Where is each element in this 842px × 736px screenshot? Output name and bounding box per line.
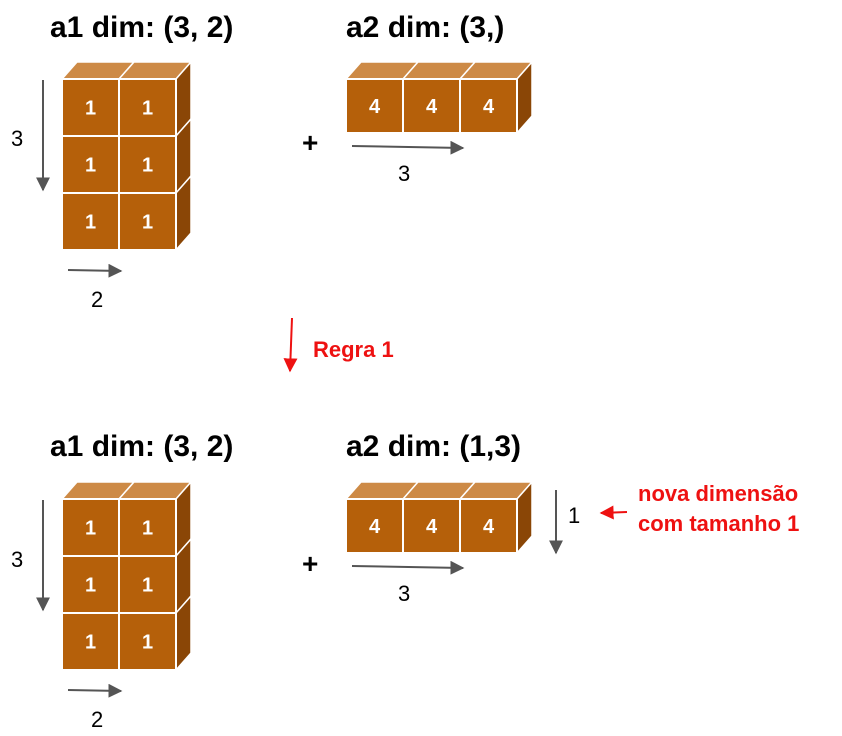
a1-rows-label-top: 3 bbox=[11, 126, 23, 151]
a2-title-bottom: a2 dim: (1,3) bbox=[346, 430, 521, 463]
a1-bottom-cell-value: 1 bbox=[85, 575, 96, 597]
plus-sign-top: + bbox=[302, 127, 318, 158]
a2-cols-arrow-bottom bbox=[351, 560, 465, 575]
a2-cols-label-bottom: 3 bbox=[398, 581, 410, 606]
a1-top-cell-value: 1 bbox=[142, 212, 153, 234]
a1-top-cell-value: 1 bbox=[85, 212, 96, 234]
a2-top-cell-value: 4 bbox=[426, 96, 438, 118]
a1-bottom-cell bbox=[61, 498, 120, 557]
a2-bottom-cell bbox=[402, 498, 461, 554]
a1-rows-label-bottom: 3 bbox=[11, 547, 23, 572]
a1-top-cell-value: 1 bbox=[85, 98, 96, 120]
a1-bottom-cell bbox=[61, 555, 120, 614]
rule-arrow bbox=[283, 317, 298, 373]
a2-top-cell bbox=[402, 78, 461, 134]
a1-bottom-cell-value: 1 bbox=[142, 575, 153, 597]
a2-top-cell-value: 4 bbox=[369, 96, 381, 118]
a1-cols-arrow-bottom bbox=[67, 683, 123, 698]
plus-sign-bottom: + bbox=[302, 548, 318, 579]
a1-bottom-cell bbox=[118, 498, 177, 557]
a2-bottom-cell bbox=[345, 498, 404, 554]
note-line-2: com tamanho 1 bbox=[638, 511, 799, 536]
a1-top-cell-value: 1 bbox=[85, 155, 96, 177]
a2-array-top: 4 4 4 bbox=[344, 60, 534, 135]
a1-bottom-cell bbox=[118, 612, 177, 671]
note-line-1: nova dimensão bbox=[638, 481, 798, 506]
a1-top-cell bbox=[118, 192, 177, 251]
note-arrow bbox=[599, 505, 628, 520]
a1-array-top: 1 1 1 1 1 1 bbox=[60, 60, 193, 252]
a1-cols-arrow-top bbox=[67, 263, 123, 278]
a1-top-cell bbox=[61, 192, 120, 251]
a2-top-cell bbox=[459, 78, 518, 134]
a1-title-bottom: a1 dim: (3, 2) bbox=[50, 430, 233, 463]
a1-cols-label-top: 2 bbox=[91, 287, 103, 312]
a2-title-top: a2 dim: (3,) bbox=[346, 11, 504, 44]
a2-cols-label-top: 3 bbox=[398, 161, 410, 186]
a2-bottom-cell bbox=[459, 498, 518, 554]
a2-bottom-cell-value: 4 bbox=[369, 516, 381, 538]
a1-bottom-cell-value: 1 bbox=[142, 632, 153, 654]
a2-cols-arrow-top bbox=[351, 140, 465, 155]
a2-rows-label-bottom: 1 bbox=[568, 503, 580, 528]
a1-cols-label-bottom: 2 bbox=[91, 707, 103, 732]
a1-title-top: a1 dim: (3, 2) bbox=[50, 11, 233, 44]
a2-top-cell-value: 4 bbox=[483, 96, 495, 118]
a1-bottom-cell-value: 1 bbox=[85, 518, 96, 540]
a1-bottom-cell bbox=[118, 555, 177, 614]
a2-bottom-cell-value: 4 bbox=[426, 516, 438, 538]
a1-array-bottom: 1 1 1 1 1 1 bbox=[60, 480, 193, 672]
a2-array-bottom: 4 4 4 bbox=[344, 480, 534, 555]
a1-top-cell-value: 1 bbox=[142, 98, 153, 120]
a1-bottom-cell-value: 1 bbox=[85, 632, 96, 654]
rule-label: Regra 1 bbox=[313, 337, 394, 362]
a1-top-cell-value: 1 bbox=[142, 155, 153, 177]
a1-bottom-cell-value: 1 bbox=[142, 518, 153, 540]
a2-bottom-cell-value: 4 bbox=[483, 516, 495, 538]
